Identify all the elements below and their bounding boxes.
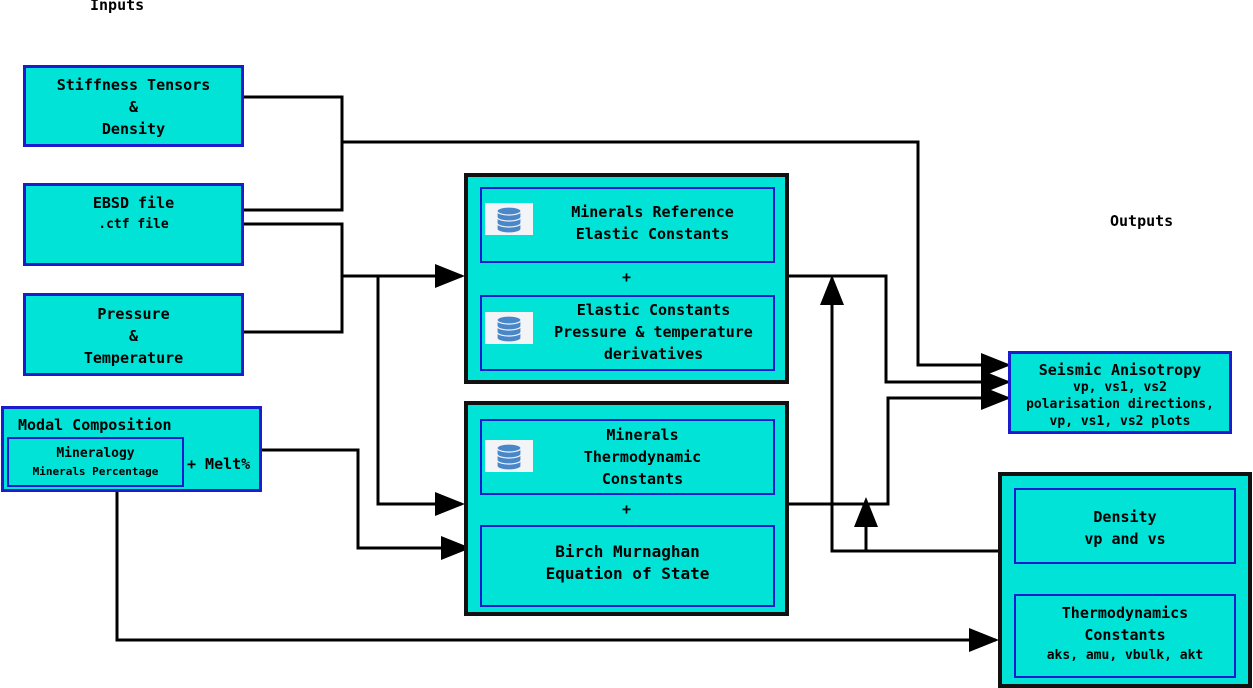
thermodynamics-parameters-label: aks, amu, vbulk, akt — [1046, 648, 1204, 663]
stiffness-density-label: Stiffness Tensors & Density — [56, 76, 211, 138]
output-properties-block: Density vp and vs Thermodynamics Constan… — [998, 472, 1252, 688]
outputs-heading: Outputs — [1110, 212, 1174, 230]
database-icon — [485, 312, 533, 344]
mineralogy-box: Mineralogy Minerals Percentage — [7, 437, 184, 487]
elastic-derivatives-label: Elastic Constants Pressure & temperature… — [554, 301, 753, 363]
birch-murnaghan-label: Birch Murnaghan Equation of State — [545, 542, 710, 583]
elastic-constants-block: Minerals Reference Elastic Constants + E… — [464, 173, 789, 384]
plus-sign-top: + — [621, 268, 632, 286]
thermodynamics-constants-label: Thermodynamics Constants — [1061, 604, 1189, 644]
elastic-derivatives-box: Elastic Constants Pressure & temperature… — [480, 295, 775, 371]
seismic-anisotropy-details: vp, vs1, vs2 polarisation directions, vp… — [1026, 380, 1214, 429]
plus-sign-bottom: + — [621, 500, 632, 518]
melt-percent-label: + Melt% — [187, 455, 251, 473]
inputs-heading: Inputs — [90, 0, 145, 14]
birch-murnaghan-box: Birch Murnaghan Equation of State — [480, 525, 775, 607]
database-icon — [485, 440, 533, 472]
density-box: Density vp and vs — [1014, 488, 1236, 564]
thermodynamic-block: Minerals Thermodynamic Constants + Birch… — [464, 401, 789, 616]
pressure-temperature-label: Pressure & Temperature — [83, 305, 184, 367]
minerals-reference-box: Minerals Reference Elastic Constants — [480, 187, 775, 263]
modal-composition-title: Modal Composition — [18, 416, 172, 434]
minerals-percentage-label: Minerals Percentage — [32, 465, 159, 478]
database-icon — [485, 203, 533, 235]
ebsd-file-label: EBSD file — [92, 194, 175, 212]
pressure-temperature-box: Pressure & Temperature — [23, 293, 244, 376]
minerals-reference-label: Minerals Reference Elastic Constants — [571, 203, 734, 243]
mineralogy-label: Mineralogy — [56, 446, 135, 461]
modal-composition-box: Modal Composition Mineralogy Minerals Pe… — [1, 406, 262, 492]
ctf-file-label: .ctf file — [98, 217, 169, 232]
thermodynamic-constants-box: Minerals Thermodynamic Constants — [480, 419, 775, 495]
ebsd-file-box: EBSD file .ctf file — [23, 183, 244, 266]
density-label: Density vp and vs — [1084, 508, 1166, 548]
thermodynamic-constants-label: Minerals Thermodynamic Constants — [583, 426, 702, 488]
thermodynamics-constants-box: Thermodynamics Constants aks, amu, vbulk… — [1014, 594, 1236, 678]
seismic-anisotropy-title: Seismic Anisotropy — [1038, 361, 1202, 379]
stiffness-density-box: Stiffness Tensors & Density — [23, 65, 244, 147]
seismic-anisotropy-box: Seismic Anisotropy vp, vs1, vs2 polarisa… — [1008, 351, 1232, 434]
